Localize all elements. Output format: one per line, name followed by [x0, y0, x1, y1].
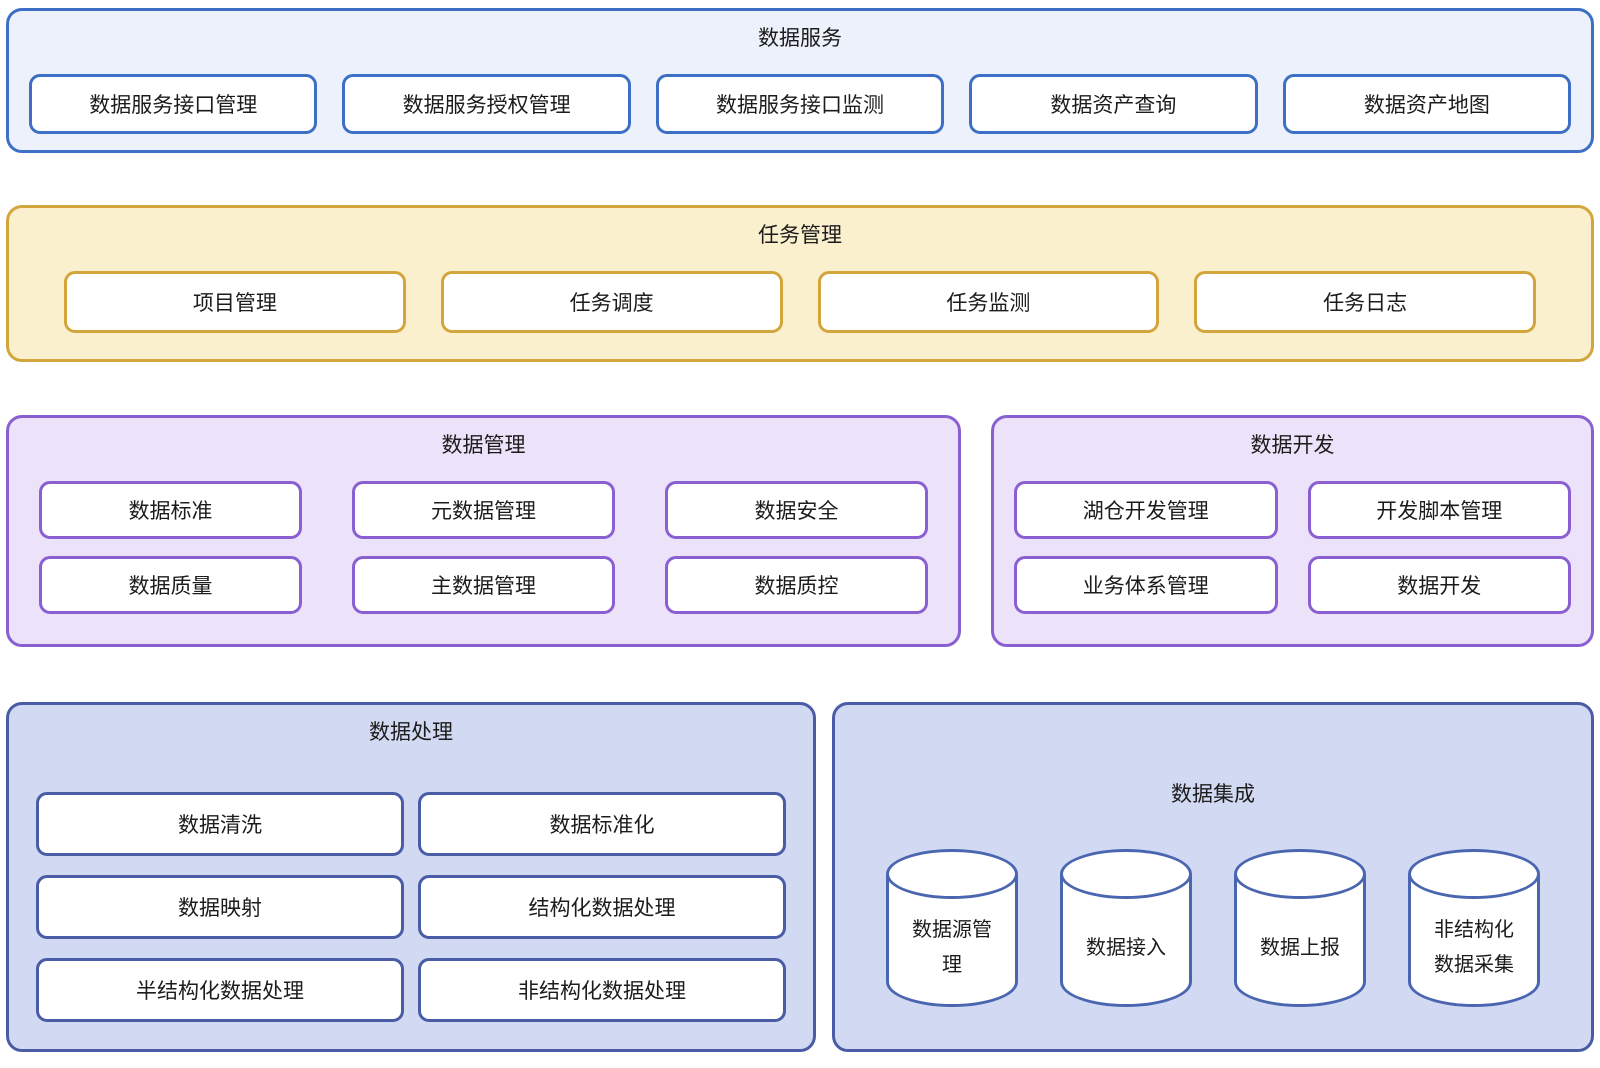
module-box: 开发脚本管理 [1307, 481, 1571, 539]
module-box-grid: 湖仓开发管理 开发脚本管理 业务体系管理 数据开发 [994, 481, 1591, 614]
module-box: 数据资产地图 [1282, 74, 1572, 134]
module-box: 元数据管理 [352, 481, 615, 539]
database-cylinder-label: 数据接入 [1086, 936, 1166, 959]
module-box-row: 项目管理 任务调度 任务监测 任务日志 [9, 271, 1591, 333]
module-box: 数据映射 [36, 875, 404, 939]
database-cylinder-label: 数据上报 [1260, 936, 1340, 959]
module-box: 主数据管理 [352, 556, 615, 614]
module-box-grid: 数据清洗 数据标准化 数据映射 结构化数据处理 半结构化数据处理 非结构化数据处… [9, 792, 813, 1022]
module-box: 任务日志 [1194, 271, 1536, 333]
database-cylinder: 非结构化数据采集 [1408, 849, 1540, 1007]
module-box: 非结构化数据处理 [418, 958, 786, 1022]
module-box: 数据开发 [1307, 556, 1571, 614]
module-box-row: 数据服务接口管理 数据服务授权管理 数据服务接口监测 数据资产查询 数据资产地图 [9, 74, 1591, 134]
database-cylinder: 数据源管理 [886, 849, 1018, 1007]
module-box: 项目管理 [64, 271, 406, 333]
module-box: 数据清洗 [36, 792, 404, 856]
section-title: 数据管理 [441, 434, 526, 457]
database-cylinder-label: 非结构化数据采集 [1434, 919, 1514, 976]
database-cylinder-top [1234, 849, 1366, 899]
module-box: 半结构化数据处理 [36, 958, 404, 1022]
section-title: 数据集成 [1171, 783, 1255, 806]
module-box: 数据安全 [665, 481, 928, 539]
section-task-management: 任务管理 项目管理 任务调度 任务监测 任务日志 [6, 205, 1594, 362]
section-data-management: 数据管理 数据标准 元数据管理 数据安全 数据质量 主数据管理 数据质控 [6, 415, 961, 647]
section-data-integration: 数据集成 数据源管理 数据接入 数据上报 [832, 702, 1594, 1052]
section-title: 数据服务 [758, 27, 842, 50]
row-processing-integration: 数据处理 数据清洗 数据标准化 数据映射 结构化数据处理 半结构化数据处理 非结… [6, 702, 1594, 1052]
module-box: 业务体系管理 [1014, 556, 1278, 614]
database-cylinder-top [1060, 849, 1192, 899]
section-title: 任务管理 [758, 224, 842, 247]
section-title: 数据处理 [369, 721, 453, 744]
database-cylinder-label: 数据源管理 [912, 919, 992, 976]
section-data-development: 数据开发 湖仓开发管理 开发脚本管理 业务体系管理 数据开发 [991, 415, 1594, 647]
database-cylinder: 数据接入 [1060, 849, 1192, 1007]
module-box: 数据标准化 [418, 792, 786, 856]
section-title: 数据开发 [1250, 434, 1335, 457]
module-box: 数据服务授权管理 [342, 74, 631, 134]
module-box: 任务监测 [817, 271, 1160, 333]
row-management-development: 数据管理 数据标准 元数据管理 数据安全 数据质量 主数据管理 数据质控 数据开… [6, 415, 1594, 647]
database-cylinder-top [1408, 849, 1540, 899]
module-box: 数据服务接口监测 [655, 74, 945, 134]
module-box: 任务调度 [440, 271, 783, 333]
section-data-processing: 数据处理 数据清洗 数据标准化 数据映射 结构化数据处理 半结构化数据处理 非结… [6, 702, 816, 1052]
module-box: 湖仓开发管理 [1014, 481, 1278, 539]
database-cylinder-row: 数据源管理 数据接入 数据上报 非结构化数据采集 [835, 849, 1591, 1007]
module-box: 数据标准 [39, 481, 302, 539]
section-data-service: 数据服务 数据服务接口管理 数据服务授权管理 数据服务接口监测 数据资产查询 数… [6, 8, 1594, 153]
module-box: 数据资产查询 [969, 74, 1258, 134]
module-box-grid: 数据标准 元数据管理 数据安全 数据质量 主数据管理 数据质控 [9, 481, 958, 614]
database-cylinder: 数据上报 [1234, 849, 1366, 1007]
module-box: 数据质量 [39, 556, 302, 614]
module-box: 数据质控 [665, 556, 928, 614]
module-box: 数据服务接口管理 [29, 74, 318, 134]
module-box: 结构化数据处理 [418, 875, 786, 939]
database-cylinder-top [886, 849, 1018, 899]
